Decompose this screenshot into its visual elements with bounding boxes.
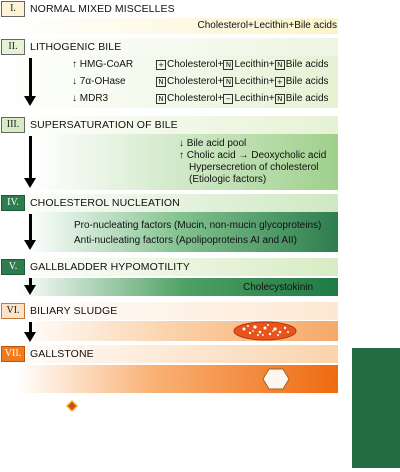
stage-2-badge: II. [1,39,25,55]
stage-2-factor-1: ↑ HMG-CoAR [72,59,133,71]
factor-1-label: HMG-CoAR [79,59,134,70]
box-symbol: N [223,60,234,70]
stage-5-header: V. GALLBLADDER HYPOMOTILITY [0,258,338,276]
stage-5-title: GALLBLADDER HYPOMOTILITY [30,261,190,273]
stage-4-arrow-shaft [29,214,32,242]
stage-4-header: IV. CHOLESTEROL NUCLEATION [0,194,338,212]
stage-6-arrow-head [24,332,36,342]
stage-3-badge: III. [1,117,25,133]
stage-7-title: GALLSTONE [30,348,94,360]
stage-2-factor-3: ↓ MDR3 [72,93,108,105]
stage-4-title: CHOLESTEROL NUCLEATION [30,197,180,209]
stage-4-line-1: Pro-nucleating factors (Mucin, non-mucin… [74,220,322,231]
stage-3-title: SUPERSATURATION OF BILE [30,119,178,131]
stage-2-arrow-shaft [29,58,32,98]
factor-2-arrow: ↓ [72,76,77,87]
box-symbol: N [156,77,166,87]
stage-5-badge: V. [1,259,25,275]
logo-mark-icon [66,400,78,412]
component-bile-acids: Bile acids [285,93,329,104]
component-cholesterol: Cholesterol [167,76,218,87]
factor-3-arrow: ↓ [72,93,77,104]
component-lecithin: Lecithin [234,59,269,70]
stage-1-components: Cholesterol+Lecithin+Bile acids [197,20,337,31]
component-bile-acids: Bile acids [285,59,329,70]
component-lecithin: Lecithin [234,76,269,87]
box-symbol: N [223,77,234,87]
sludge-icon [233,321,297,341]
stage-3-band [0,134,338,190]
component-cholesterol: Cholesterol [167,93,218,104]
stage-3-header: III. SUPERSATURATION OF BILE [0,116,338,134]
stage-1-badge: I. [1,1,25,17]
component-cholesterol: Cholesterol [167,59,218,70]
stage-5-arrow-shaft [29,278,32,286]
stage-4-arrow-head [24,240,36,250]
stage-6-badge: VI. [1,303,25,319]
stage-6-arrow-shaft [29,322,32,334]
stage-2-header: II. LITHOGENIC BILE [0,38,338,56]
stage-1-title: NORMAL MIXED MISCELLES [30,3,175,15]
factor-2-label: 7α-OHase [79,76,126,87]
component-lecithin: Lecithin [234,93,269,104]
stage-3-line-2: ↑ Cholic acid → Deoxycholic acid [179,150,327,161]
stage-6-title: BILIARY SLUDGE [30,305,118,317]
stage-6-header: VI. BILIARY SLUDGE [0,302,338,320]
stage-4-badge: IV. [1,195,25,211]
box-symbol: N [156,94,166,104]
stage-1-header: I. NORMAL MIXED MISCELLES [0,0,338,18]
box-symbol: N [274,60,285,70]
box-symbol: N [274,94,285,104]
stage-5-text: Cholecystokinin [243,282,314,293]
factor-3-label: MDR3 [79,93,109,104]
stage-3-line-1: ↓ Bile acid pool [179,138,247,149]
stage-3-arrow-shaft [29,136,32,180]
stage-2-arrow-head [24,96,36,106]
stage-7-badge: VII. [1,346,25,362]
stage-2-band [0,56,338,108]
box-symbol: + [274,77,285,87]
stage-3-line-3: Hypersecretion of cholesterol [189,162,319,173]
stage-2-factor-2: ↓ 7α-OHase [72,76,126,88]
box-symbol: + [156,60,166,70]
factor-1-arrow: ↑ [72,59,77,70]
side-panel [352,348,400,468]
box-symbol: − [223,94,234,104]
stage-1-band [0,18,338,34]
component-bile-acids: Bile acids [285,76,329,87]
stage-4-line-2: Anti-nucleating factors (Apolipoproteins… [74,235,297,246]
stage-4-band [0,212,338,252]
stage-5-band [0,278,338,296]
stage-2-title: LITHOGENIC BILE [30,41,122,53]
stage-3-line-4: (Etiologic factors) [189,174,267,185]
stage-7-header: VII. GALLSTONE [0,345,338,363]
stage-3-arrow-head [24,178,36,188]
gallstone-icon [262,368,290,390]
stage-5-arrow-head [24,285,36,295]
